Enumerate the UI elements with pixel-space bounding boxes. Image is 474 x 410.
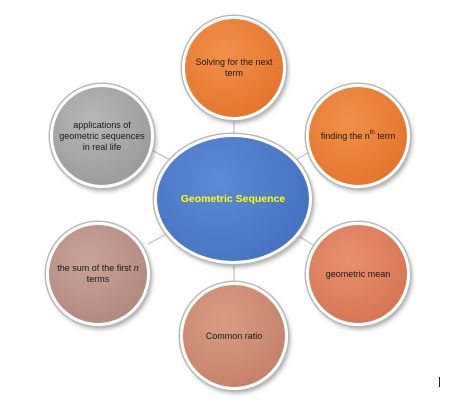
- text-cursor: [439, 377, 440, 387]
- sum-first-n-variable: n: [133, 263, 139, 273]
- node-sum-first-n: the sum of the first n terms: [46, 222, 150, 326]
- node-geometric-mean: geometric mean: [306, 222, 410, 326]
- node-sum-first-n-label: the sum of the first n terms: [49, 263, 147, 285]
- nth-term-suffix: term: [374, 130, 396, 141]
- node-center-geometric-sequence: Geometric Sequence: [154, 134, 312, 264]
- node-applications: applications of geometric sequences in r…: [50, 84, 154, 188]
- node-next-term-label: Solving for the next term: [195, 57, 273, 78]
- nth-term-superscript: th: [369, 129, 375, 136]
- node-nth-term-label: finding the nth term: [315, 129, 402, 142]
- node-common-ratio-label: Common ratio: [205, 330, 263, 341]
- node-nth-term: finding the nth term: [306, 84, 410, 188]
- sum-first-n-text: the sum of the first: [57, 263, 134, 273]
- node-common-ratio: Common ratio: [180, 282, 288, 390]
- nth-term-text: finding the n: [320, 130, 370, 141]
- node-next-term: Solving for the next term: [182, 16, 286, 120]
- center-label: Geometric Sequence: [180, 192, 286, 205]
- sum-first-n-suffix: terms: [86, 274, 110, 284]
- node-applications-label: applications of geometric sequences in r…: [59, 119, 145, 152]
- node-geometric-mean-label: geometric mean: [325, 268, 391, 279]
